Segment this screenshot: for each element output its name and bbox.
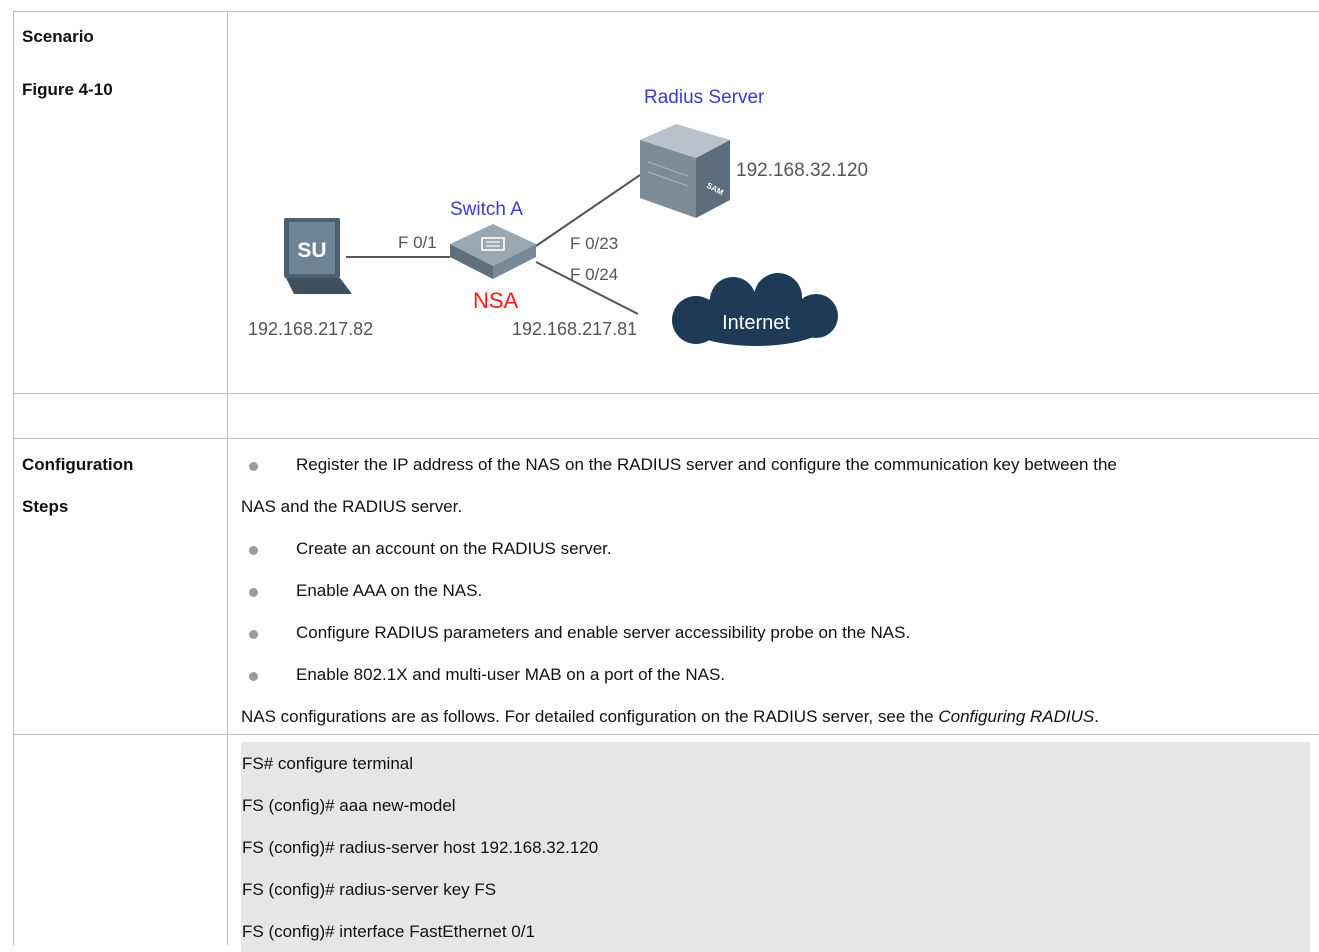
radius-ip-label: 192.168.32.120: [736, 160, 868, 181]
port-f01-label: F 0/1: [398, 233, 437, 252]
su-label: SU: [297, 239, 326, 262]
configuration-label: Configuration: [22, 455, 134, 474]
bullet-icon: [249, 462, 258, 471]
steps-label: Steps: [22, 497, 69, 516]
link-switch-internet: [535, 261, 639, 315]
switch-icon: [450, 224, 536, 279]
bullet-icon: [249, 588, 258, 597]
su-ip-label: 192.168.217.82: [248, 319, 373, 339]
step-3: Enable AAA on the NAS.: [296, 581, 483, 600]
table-border-row1: [13, 393, 1319, 394]
code-line-2: FS (config)# aaa new-model: [242, 796, 456, 815]
switch-a-label: Switch A: [450, 199, 523, 220]
step-5: Enable 802.1X and multi-user MAB on a po…: [296, 665, 726, 684]
step-2: Create an account on the RADIUS server.: [296, 539, 612, 558]
code-line-3: FS (config)# radius-server host 192.168.…: [242, 838, 599, 857]
table-border-middle: [227, 11, 228, 945]
network-diagram: SU SAM Internet Radius Server 192.168.32…: [248, 87, 868, 346]
internet-label: Internet: [722, 312, 790, 334]
link-switch-server: [535, 174, 641, 247]
table-border-left: [13, 11, 14, 945]
code-line-5: FS (config)# interface FastEthernet 0/1: [242, 922, 535, 941]
radius-server-icon: SAM: [640, 124, 730, 218]
bullet-icon: [249, 630, 258, 639]
nsa-label: NSA: [473, 288, 519, 313]
bullet-icon: [249, 672, 258, 681]
code-block: [241, 742, 1310, 952]
code-line-1: FS# configure terminal: [242, 754, 414, 773]
table-border-top: [13, 11, 1319, 12]
figure-label: Figure 4-10: [22, 80, 113, 99]
config-note-end: .: [1094, 707, 1099, 726]
bullet-icon: [249, 546, 258, 555]
config-note-text: NAS configurations are as follows. For d…: [241, 707, 939, 726]
port-f023-label: F 0/23: [570, 234, 618, 253]
configuring-radius-ref: Configuring RADIUS: [938, 707, 1095, 726]
radius-server-label: Radius Server: [644, 87, 765, 108]
scenario-label: Scenario: [22, 27, 94, 46]
step-1-line-1: Register the IP address of the NAS on th…: [296, 455, 1117, 474]
table-border-row2: [13, 438, 1319, 439]
port-f024-label: F 0/24: [570, 265, 618, 284]
step-4: Configure RADIUS parameters and enable s…: [296, 623, 911, 642]
table-border-row3: [13, 734, 1319, 735]
switch-ip-label: 192.168.217.81: [512, 319, 637, 339]
su-computer-icon: SU: [284, 218, 352, 294]
internet-cloud-icon: Internet: [672, 273, 838, 346]
step-1-line-2: NAS and the RADIUS server.: [241, 497, 463, 516]
config-note: NAS configurations are as follows. For d…: [241, 707, 1099, 727]
code-line-4: FS (config)# radius-server key FS: [242, 880, 497, 899]
